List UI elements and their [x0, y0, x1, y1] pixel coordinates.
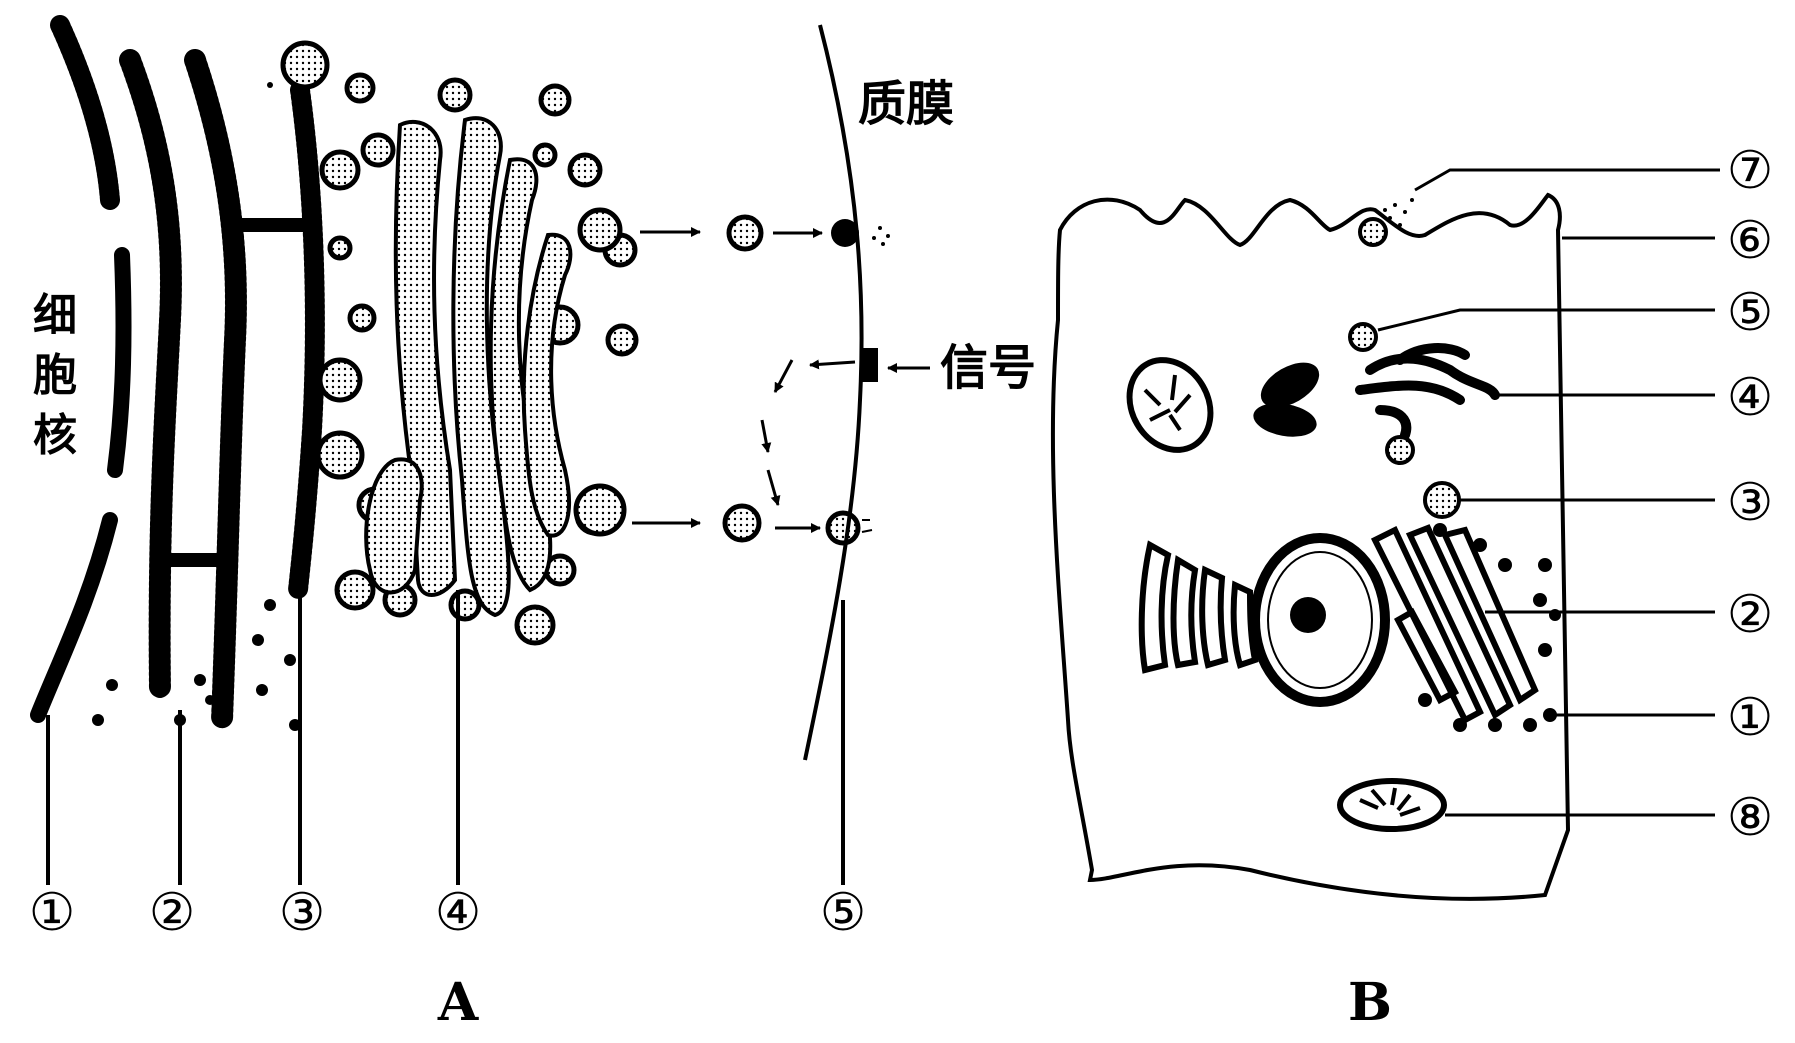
endoplasmic-reticulum-left	[1138, 540, 1259, 674]
mitochondrion-lower	[1337, 778, 1447, 832]
diagram-a-leader-lines	[46, 590, 845, 885]
nucleus-label: 细	[33, 290, 77, 341]
signal-label: 信号	[940, 340, 1036, 396]
secretory-vesicle-3	[1423, 481, 1461, 519]
rough-er-right	[1370, 524, 1539, 725]
b-label-1: ①	[1727, 688, 1774, 748]
b-label-7: ⑦	[1727, 141, 1774, 201]
b-label-8: ⑧	[1727, 788, 1774, 848]
panel-a-label: A	[437, 972, 479, 1033]
a-label-2: ②	[149, 883, 196, 943]
diagram-b-leader-lines	[1377, 168, 1720, 817]
nucleus-label: 胞	[33, 350, 77, 401]
nucleus-label: 核	[33, 410, 77, 461]
panel-b-label: B	[1348, 972, 1392, 1033]
diagram-b: ⑦ ⑥ ⑤ ④ ③ ② ① ⑧ B	[1050, 141, 1774, 1033]
a-label-4: ④	[435, 883, 482, 943]
cell-membrane-outline	[1050, 192, 1571, 901]
centrioles	[1253, 362, 1320, 437]
b-label-5: ⑤	[1727, 283, 1774, 343]
a-label-5: ⑤	[820, 883, 867, 943]
secretory-vesicle-5	[1348, 322, 1378, 352]
golgi-body-b	[1355, 343, 1500, 465]
secreted-particles	[1383, 198, 1414, 227]
a-label-1: ①	[29, 883, 76, 943]
b-label-6: ⑥	[1727, 211, 1774, 271]
mitochondrion-upper	[1126, 357, 1214, 453]
rough-endoplasmic-reticulum	[119, 40, 330, 731]
plasma-membrane	[803, 24, 864, 761]
a-label-3: ③	[279, 883, 326, 943]
b-label-2: ②	[1727, 585, 1774, 645]
diagram-a-number-labels: ① ② ③ ④ ⑤	[29, 883, 867, 943]
exocytosis-vesicle-7	[1358, 217, 1388, 247]
secretion-pathway	[632, 214, 930, 546]
b-label-4: ④	[1727, 368, 1774, 428]
diagram-b-number-labels: ⑦ ⑥ ⑤ ④ ③ ② ① ⑧	[1727, 141, 1774, 848]
golgi-apparatus	[364, 116, 573, 618]
membrane-label: 质膜	[858, 76, 954, 132]
nucleus-b	[1250, 533, 1390, 707]
nuclear-envelope	[30, 15, 132, 723]
diagram-a: 细 胞 核 质膜 信号 ① ② ③ ④ ⑤ A	[29, 15, 1036, 1033]
b-label-3: ③	[1727, 473, 1774, 533]
